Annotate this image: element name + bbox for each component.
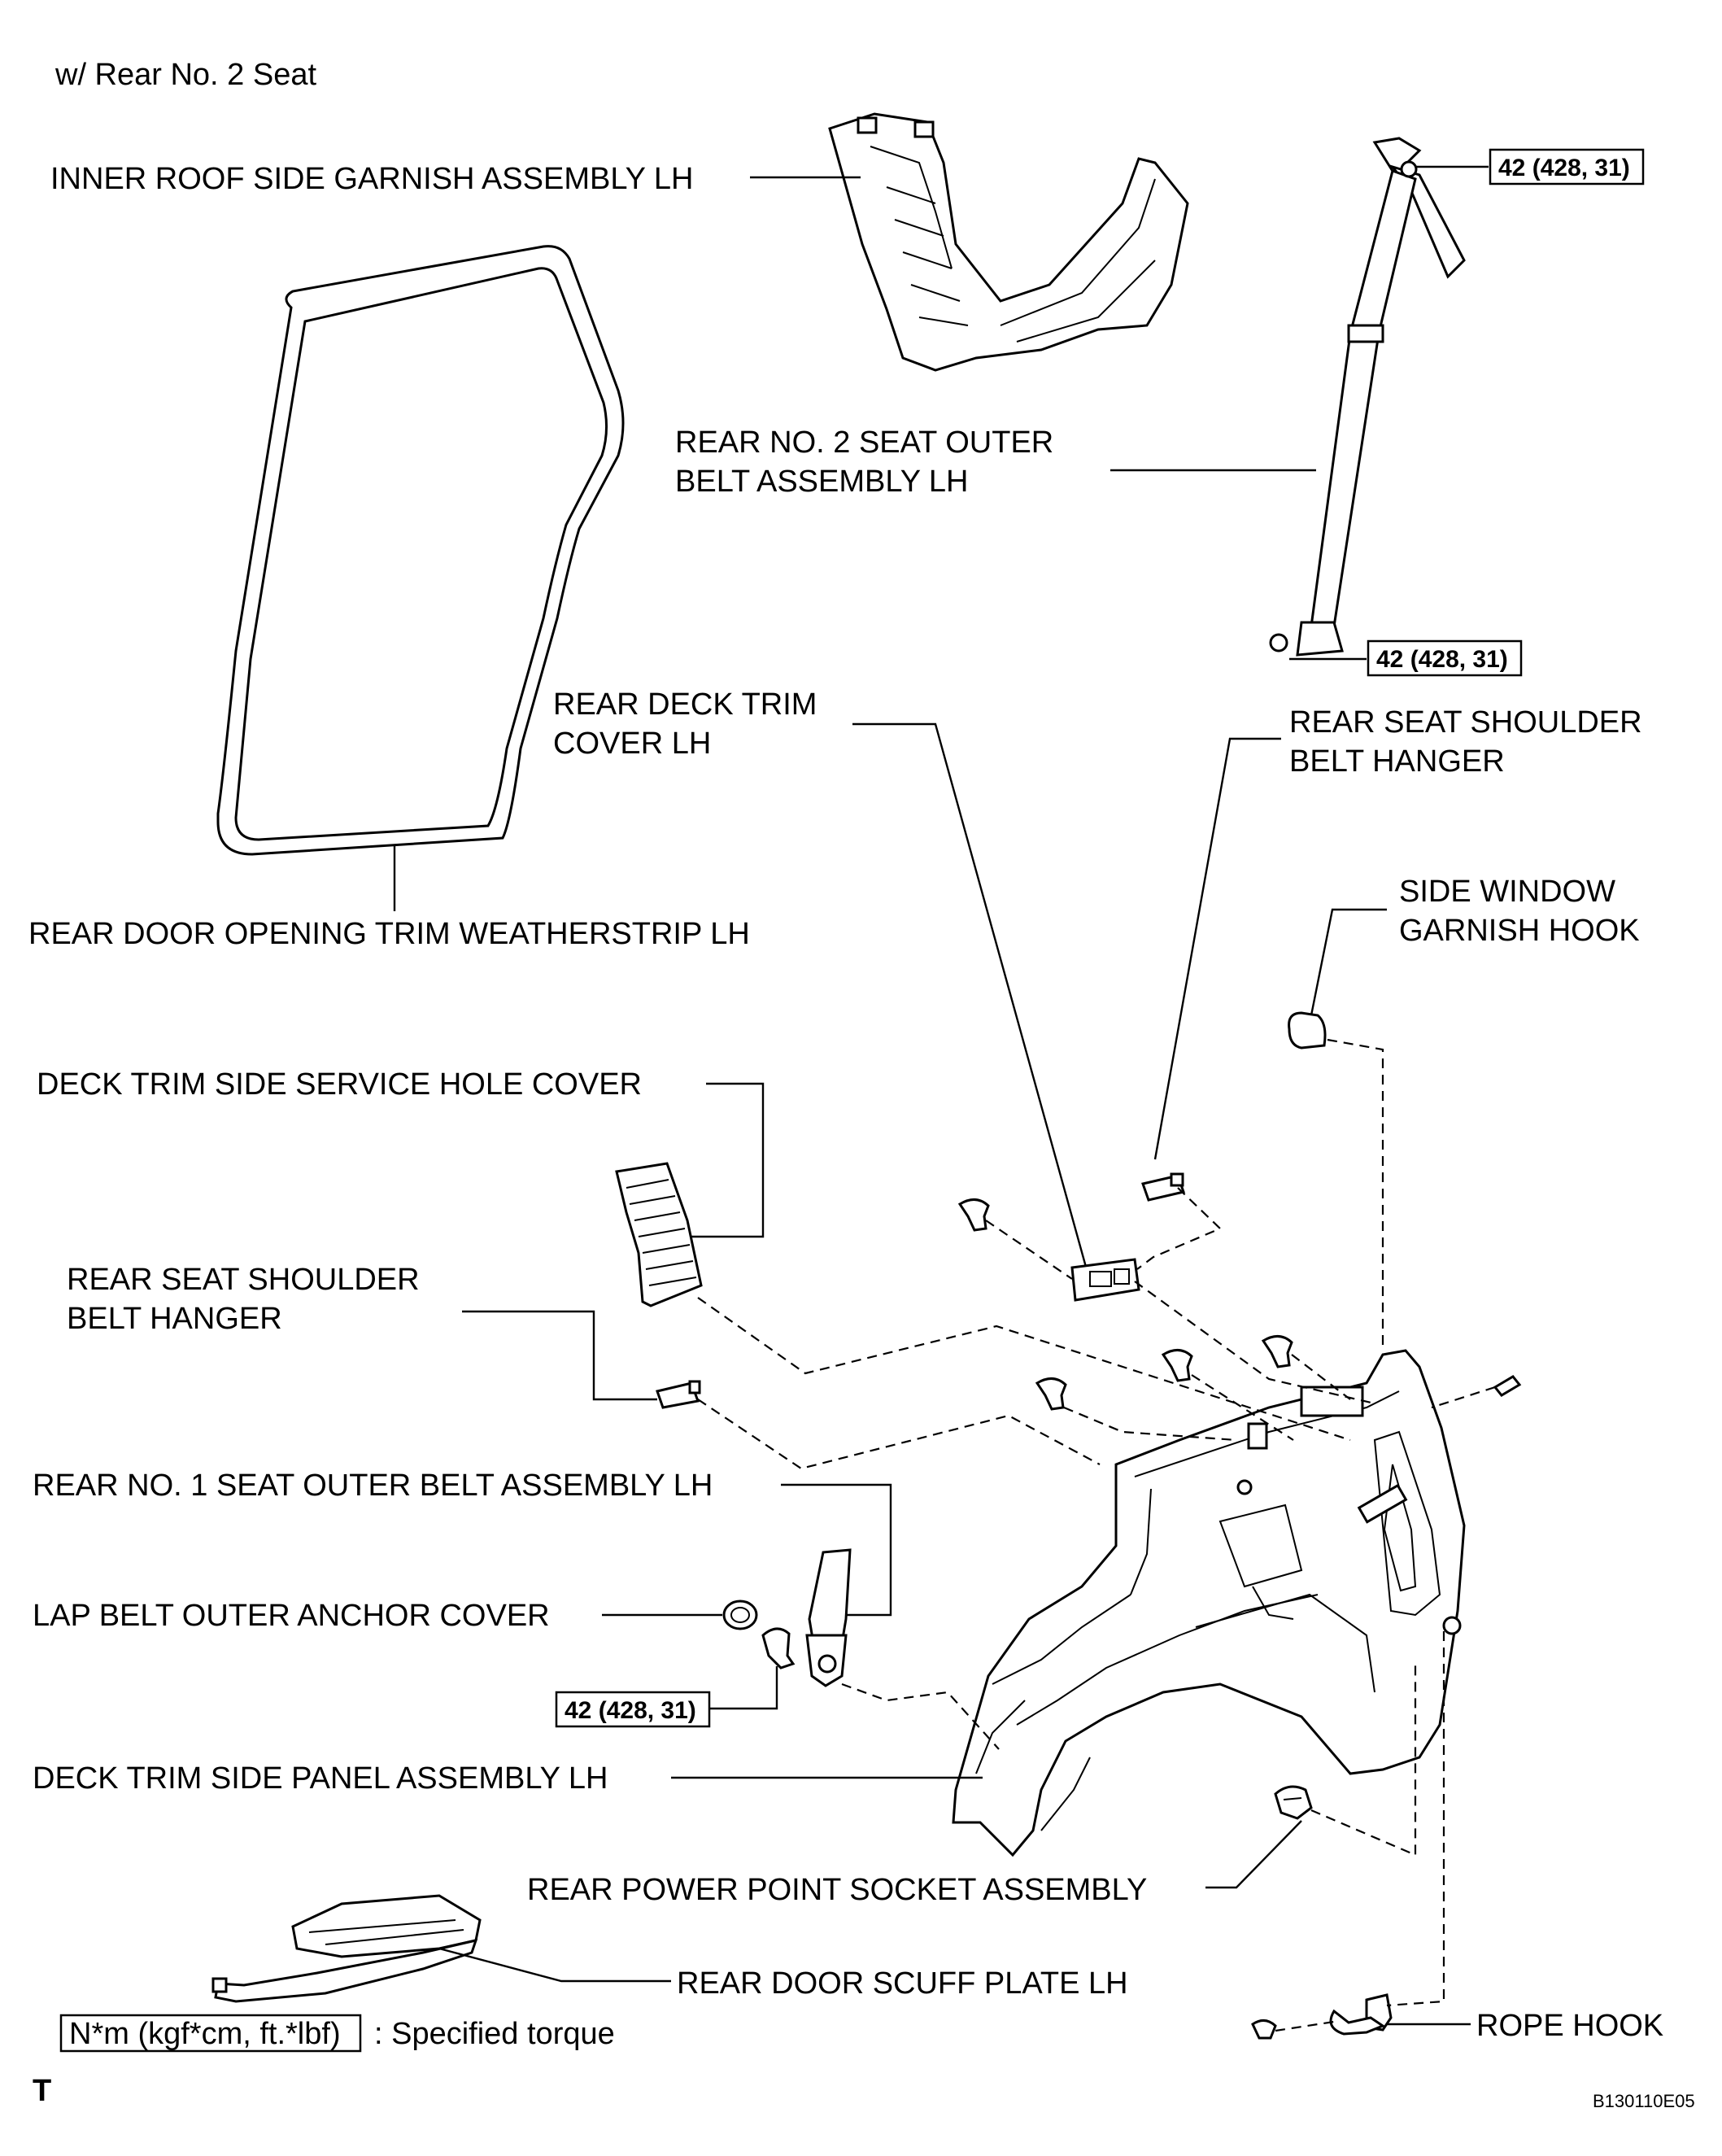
shoulder-hanger-right-part [1141,1172,1185,1202]
power-point-socket-label: REAR POWER POINT SOCKET ASSEMBLY [527,1873,1147,1907]
torque-box-lower: 42 (428, 31) [1367,639,1523,677]
variant-heading: w/ Rear No. 2 Seat [54,58,316,92]
deck-trim-panel-label: DECK TRIM SIDE PANEL ASSEMBLY LH [33,1761,608,1796]
power-point-socket-part [1274,1785,1313,1820]
svg-text:42 (428, 31): 42 (428, 31) [1498,155,1630,181]
screw-right [1493,1375,1522,1397]
rope-hook-label: ROPE HOOK [1476,2009,1663,2043]
shoulder-hanger-right-label-1: REAR SEAT SHOULDER [1289,705,1642,740]
shoulder-hanger-left-label-1: REAR SEAT SHOULDER [67,1263,420,1297]
side-window-hook-part [1288,1011,1327,1050]
assembly-dashed-lines [697,1038,1496,2032]
deck-trim-side-panel-part [952,1349,1466,1857]
clip-4 [1261,1335,1293,1368]
lap-belt-cover-part [722,1600,758,1630]
lap-belt-cover-label: LAP BELT OUTER ANCHOR COVER [33,1599,550,1633]
service-hole-cover-label: DECK TRIM SIDE SERVICE HOLE COVER [37,1067,642,1102]
rear2-outer-belt-part [1269,137,1466,657]
inner-roof-garnish-part [828,112,1189,372]
torque-box-rear1: 42 (428, 31) [555,1691,711,1728]
torque-legend: N*m (kgf*cm, ft.*lbf) : Specified torque [59,2014,615,2053]
torque-box-upper: 42 (428, 31) [1489,148,1645,185]
svg-text:42 (428, 31): 42 (428, 31) [565,1697,696,1724]
shoulder-hanger-left-label-2: BELT HANGER [67,1302,282,1336]
clip-3 [1161,1349,1193,1382]
side-window-hook-label-2: GARNISH HOOK [1399,914,1640,948]
scuff-plate-label: REAR DOOR SCUFF PLATE LH [677,1966,1128,2001]
svg-text:42 (428, 31): 42 (428, 31) [1376,646,1508,673]
weatherstrip-label: REAR DOOR OPENING TRIM WEATHERSTRIP LH [28,917,750,951]
rope-hook-part [1329,1993,1393,2036]
weatherstrip-part [216,245,625,856]
rope-hook-screw [1251,2019,1277,2040]
rear-deck-trim-cover-label-2: COVER LH [553,727,711,761]
rear2-outer-belt-label-2: BELT ASSEMBLY LH [675,465,968,499]
rear2-outer-belt-label-1: REAR NO. 2 SEAT OUTER [675,426,1053,460]
shoulder-hanger-left-part [656,1380,701,1409]
clip-1 [957,1198,990,1232]
anchor-bolt-part [761,1627,796,1669]
side-window-hook-label-1: SIDE WINDOW [1399,875,1615,909]
clip-2 [1035,1377,1067,1411]
scuff-plate-part [211,1894,482,2003]
inner-roof-garnish-label: INNER ROOF SIDE GARNISH ASSEMBLY LH [50,162,693,196]
shoulder-hanger-right-label-2: BELT HANGER [1289,744,1505,779]
service-hole-cover-part [615,1162,703,1307]
rear1-outer-belt-part [805,1548,852,1687]
rear-deck-trim-cover-label-1: REAR DECK TRIM [553,687,817,722]
corner-mark: T [33,2074,51,2108]
figure-id: B130110E05 [1593,2091,1695,2111]
rear1-outer-belt-label: REAR NO. 1 SEAT OUTER BELT ASSEMBLY LH [33,1469,713,1503]
legend-unit-box: N*m (kgf*cm, ft.*lbf) [69,2017,341,2051]
legend-description: : Specified torque [374,2017,615,2051]
rear-deck-trim-cover-part [1070,1258,1140,1302]
